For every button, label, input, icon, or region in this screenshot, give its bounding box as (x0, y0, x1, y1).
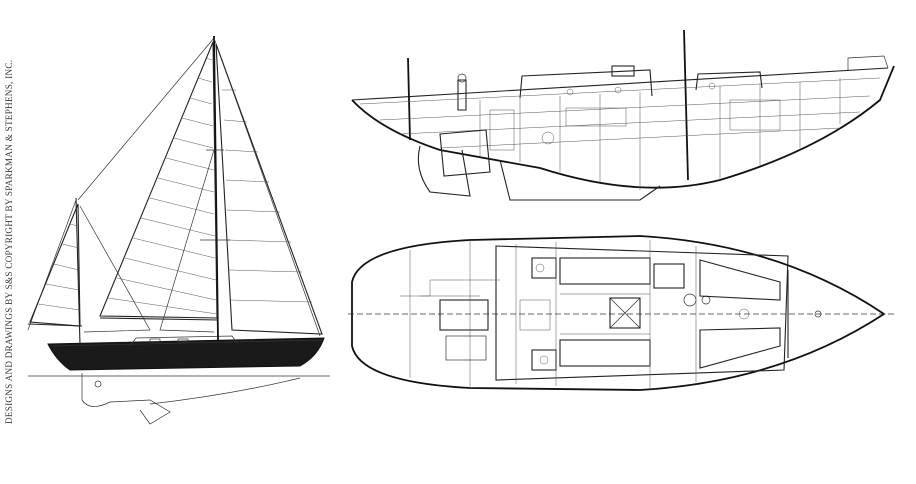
cabin-trunk (495, 245, 789, 381)
cockpit (439, 299, 489, 331)
interior-structure (359, 77, 881, 190)
port-light (177, 338, 189, 343)
settee-berth-port (559, 257, 651, 285)
v-berth-starboard (699, 327, 781, 369)
accommodation-plan-drawing (348, 235, 896, 391)
triatic-stay (77, 37, 215, 201)
rudder (417, 145, 471, 197)
keel-profile (499, 159, 661, 201)
toilet (683, 293, 697, 307)
mizzen-staysail (79, 205, 151, 333)
sheer-line (51, 339, 323, 347)
mizzen-mast-stub (407, 57, 411, 141)
mizzen-panels (37, 223, 81, 311)
deck-outline (351, 235, 886, 391)
underbody-line (149, 377, 301, 405)
port-light (149, 338, 161, 343)
dorade-vent (611, 65, 635, 77)
genoa (215, 43, 323, 335)
sail-plan-drawing (27, 35, 330, 425)
hull-profile (351, 65, 895, 189)
staysail (159, 149, 215, 333)
mizzen-sail (29, 203, 81, 327)
settee-berth-starboard (559, 339, 651, 367)
plan-structure (400, 240, 750, 388)
binnacle (457, 79, 467, 111)
saloon-table (609, 297, 641, 329)
anchor-hawse (814, 310, 822, 318)
sink (701, 295, 711, 305)
mainsail (99, 41, 218, 319)
compass (457, 73, 467, 83)
inboard-profile-drawing (351, 29, 895, 201)
mainsail-panels (107, 57, 218, 315)
chart-table (531, 349, 557, 371)
mizzen-boom (27, 323, 83, 327)
cockpit-locker (445, 335, 487, 361)
forward-cabin-top (695, 71, 763, 91)
propeller (94, 380, 102, 388)
engine (439, 129, 491, 177)
genoa-panels (222, 89, 313, 303)
v-berth-port (699, 259, 781, 301)
head (653, 263, 685, 289)
main-boom (99, 317, 219, 321)
main-mast (213, 35, 219, 341)
sheer-line (351, 67, 889, 101)
bow-pulpit (847, 55, 889, 70)
keel-outline (81, 373, 171, 425)
hull (47, 337, 325, 371)
cabin-house (129, 335, 239, 347)
main-cabin-top (519, 69, 653, 99)
mizzen-mast (75, 197, 81, 346)
